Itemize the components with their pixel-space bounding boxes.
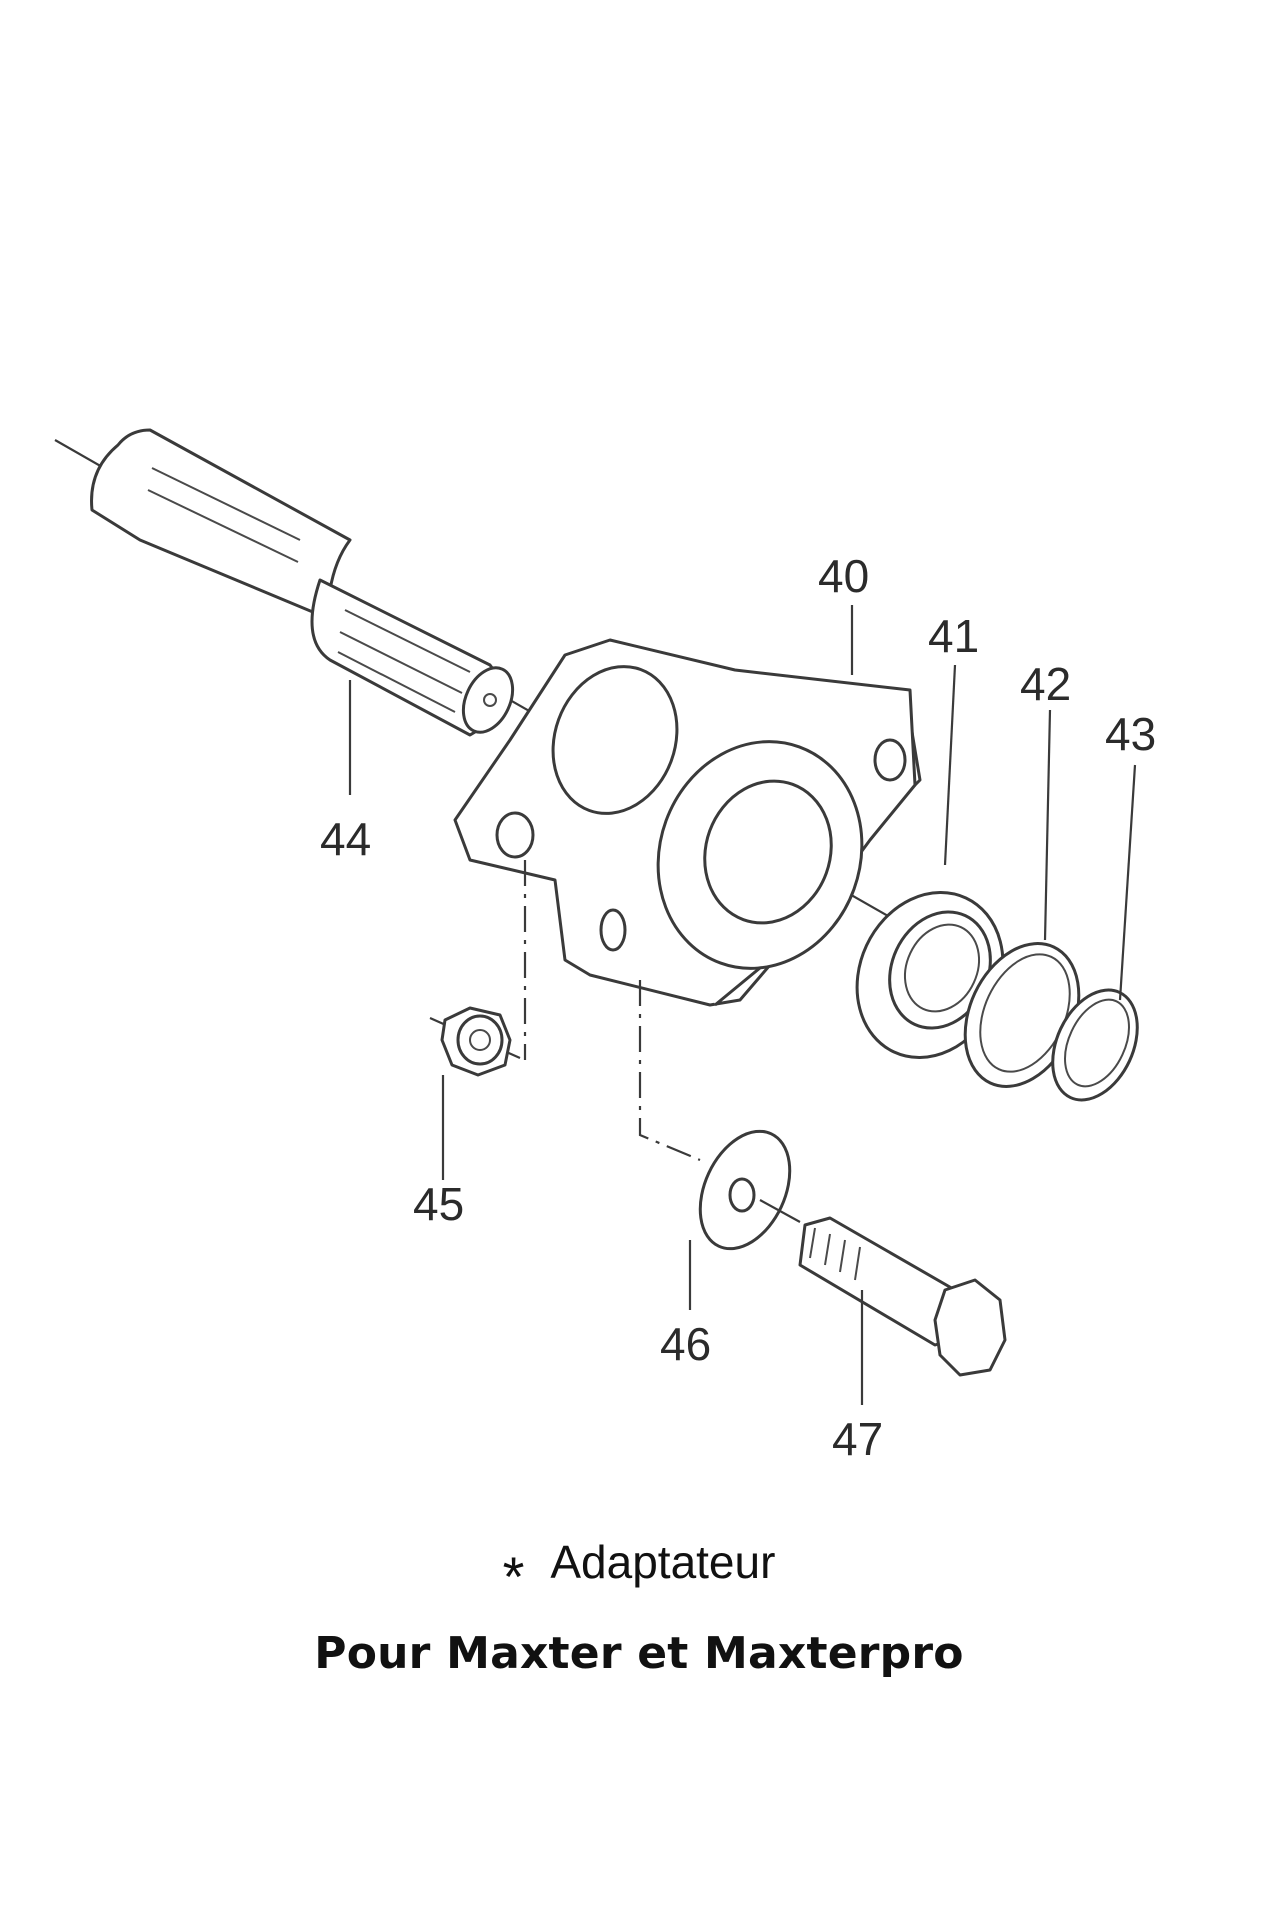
- callout-42: 42: [1020, 658, 1071, 710]
- subtitle: Pour Maxter et Maxterpro: [314, 1628, 964, 1679]
- shaft-part-44: [90, 428, 515, 737]
- callout-47: 47: [832, 1413, 883, 1465]
- assembly-path-bolt: [638, 980, 701, 1162]
- callout-41: 41: [928, 610, 979, 662]
- callout-40: 40: [818, 550, 869, 602]
- leader-41: [943, 664, 957, 866]
- leader-43: [1118, 764, 1137, 1001]
- washer-part-46: [698, 1129, 792, 1251]
- nut-part-45: [429, 1006, 521, 1077]
- callout-43: 43: [1105, 708, 1156, 760]
- callout-45: 45: [413, 1178, 464, 1230]
- leader-42: [1043, 709, 1052, 941]
- asterisk-icon: *: [502, 1545, 525, 1608]
- callout-44: 44: [320, 813, 371, 865]
- bolt-part-47: [759, 1199, 1007, 1377]
- legend: * Adaptateur: [0, 1535, 1278, 1609]
- callout-46: 46: [660, 1318, 711, 1370]
- flange-part-40: [453, 638, 922, 1007]
- legend-label: Adaptateur: [550, 1536, 776, 1588]
